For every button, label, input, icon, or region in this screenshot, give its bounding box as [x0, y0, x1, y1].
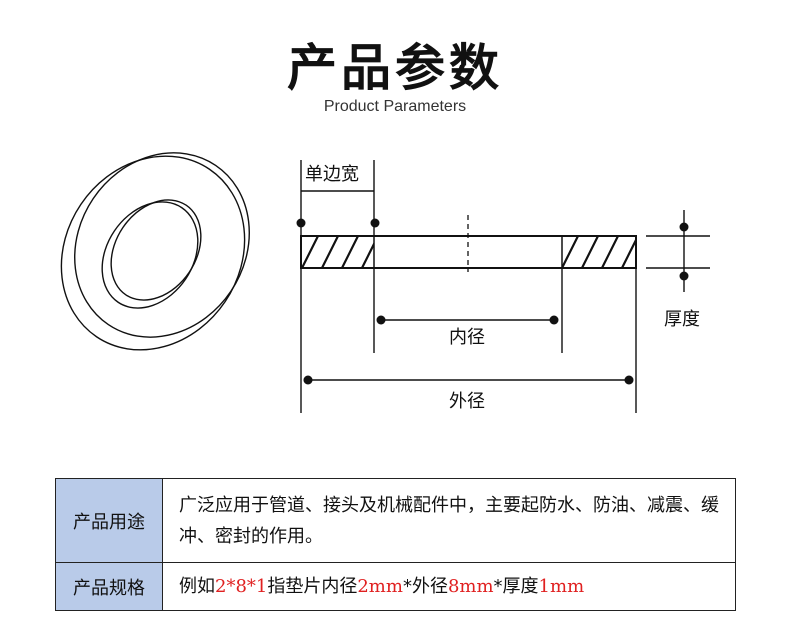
page-subtitle: Product Parameters — [323, 98, 467, 115]
spec-text-part: *厚度 — [493, 576, 539, 597]
thickness-dimension — [646, 210, 710, 292]
inner-diameter-label: 内径 — [449, 327, 485, 348]
spec-header: 产品规格 — [55, 562, 163, 611]
dimension-dot — [303, 375, 313, 385]
spec-outer-value: 8mm — [447, 576, 494, 597]
spec-size-code: 2*8*1 — [215, 576, 268, 597]
spec-thickness-value: 1mm — [538, 576, 585, 597]
washer-hole-inner — [110, 199, 202, 301]
dimension-dot — [549, 315, 559, 325]
usage-text: 广泛应用于管道、接头及机械配件中，主要起防水、防油、减震、缓冲、密封的作用。 — [162, 478, 736, 563]
hatch-right — [562, 236, 636, 268]
washer-diagram — [60, 152, 710, 413]
dimension-dot — [376, 315, 386, 325]
spec-table: 产品用途 广泛应用于管道、接头及机械配件中，主要起防水、防油、减震、缓冲、密封的… — [55, 478, 736, 611]
spec-text: 例如2*8*1指垫片内径2mm*外径8mm*厚度1mm — [162, 562, 736, 611]
spec-text-part: *外径 — [402, 576, 448, 597]
washer-hole-outer — [101, 201, 199, 309]
washer-illustration — [60, 152, 250, 351]
hatch-left — [301, 236, 374, 268]
washer-cross-section — [300, 215, 637, 272]
dimension-dot — [624, 375, 634, 385]
outer-diameter-label: 外径 — [449, 391, 485, 412]
dimension-dot — [679, 222, 689, 232]
spec-inner-value: 2mm — [357, 576, 403, 597]
single-side-width-label: 单边宽 — [305, 164, 359, 185]
washer-back-edge — [74, 152, 250, 338]
spec-text-part: 例如 — [179, 576, 215, 597]
table-row: 产品规格 例如2*8*1指垫片内径2mm*外径8mm*厚度1mm — [55, 562, 736, 611]
outer-diameter-dimension — [300, 268, 637, 413]
dimension-dot — [679, 271, 689, 281]
dimension-dot — [370, 218, 380, 228]
spec-text-part: 指垫片内径 — [267, 576, 358, 597]
dimension-dot — [296, 218, 306, 228]
page-title: 产品参数 — [287, 39, 503, 97]
inner-diameter-dimension — [373, 268, 563, 353]
usage-header: 产品用途 — [55, 478, 163, 563]
table-row: 产品用途 广泛应用于管道、接头及机械配件中，主要起防水、防油、减震、缓冲、密封的… — [55, 478, 736, 563]
thickness-label: 厚度 — [664, 309, 700, 330]
washer-outer-edge — [60, 155, 246, 351]
single-side-width-dimension — [296, 160, 380, 236]
